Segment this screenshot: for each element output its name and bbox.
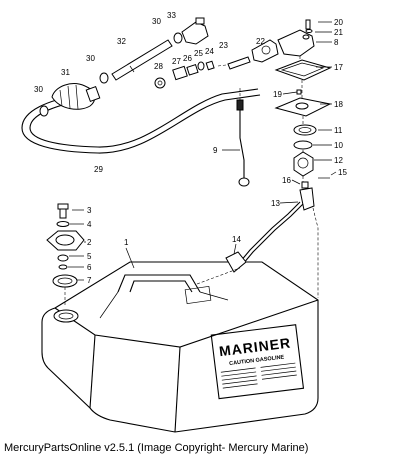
callout-4: 4 — [87, 220, 92, 229]
exploded-parts-diagram: MARINER CAUTION GASOLINE — [21, 11, 347, 433]
callout-22: 22 — [256, 37, 265, 46]
callout-5: 5 — [87, 252, 92, 261]
fuel-line-assembly — [21, 17, 261, 154]
callout-28: 28 — [154, 62, 163, 71]
pickup-and-sender — [225, 99, 330, 273]
callout-10: 10 — [334, 141, 343, 150]
callout-9: 9 — [213, 146, 218, 155]
assembly-guide-lines — [196, 56, 319, 298]
callout-16: 16 — [282, 176, 291, 185]
callout-20: 20 — [334, 18, 343, 27]
gauge-housing — [274, 19, 332, 117]
callout-6: 6 — [87, 263, 92, 272]
callout-26: 26 — [183, 54, 192, 63]
callout-14: 14 — [232, 235, 241, 244]
callout-23: 23 — [219, 41, 228, 50]
mariner-decal: MARINER CAUTION GASOLINE — [210, 324, 305, 400]
callout-11: 11 — [334, 126, 343, 135]
callout-32: 32 — [117, 37, 126, 46]
callout-18: 18 — [334, 100, 343, 109]
callout-12: 12 — [334, 156, 343, 165]
callout-3: 3 — [87, 206, 92, 215]
image-caption: MercuryPartsOnline v2.5.1 (Image Copyrig… — [4, 442, 309, 454]
callout-17: 17 — [334, 63, 343, 72]
callout-2: 2 — [87, 238, 92, 247]
filler-cap-assembly — [46, 203, 86, 305]
callout-31: 31 — [61, 68, 70, 77]
callout-1: 1 — [124, 238, 129, 247]
leader-lines — [125, 21, 337, 269]
callout-labels: 1 2 3 4 5 6 7 8 9 10 11 12 13 14 15 16 1… — [34, 11, 347, 285]
callout-29: 29 — [94, 165, 103, 174]
callout-19: 19 — [273, 90, 282, 99]
callout-21: 21 — [334, 28, 343, 37]
callout-24: 24 — [205, 47, 214, 56]
fuel-tank: MARINER CAUTION GASOLINE — [41, 261, 319, 433]
callout-30b: 30 — [86, 54, 95, 63]
callout-30c: 30 — [152, 17, 161, 26]
callout-30a: 30 — [34, 85, 43, 94]
callout-8: 8 — [334, 38, 339, 47]
callout-15: 15 — [338, 168, 347, 177]
callout-33: 33 — [167, 11, 176, 20]
callout-25: 25 — [194, 49, 203, 58]
callout-13: 13 — [271, 199, 280, 208]
callout-7: 7 — [87, 276, 92, 285]
callout-27: 27 — [172, 57, 181, 66]
fittings — [154, 39, 279, 89]
